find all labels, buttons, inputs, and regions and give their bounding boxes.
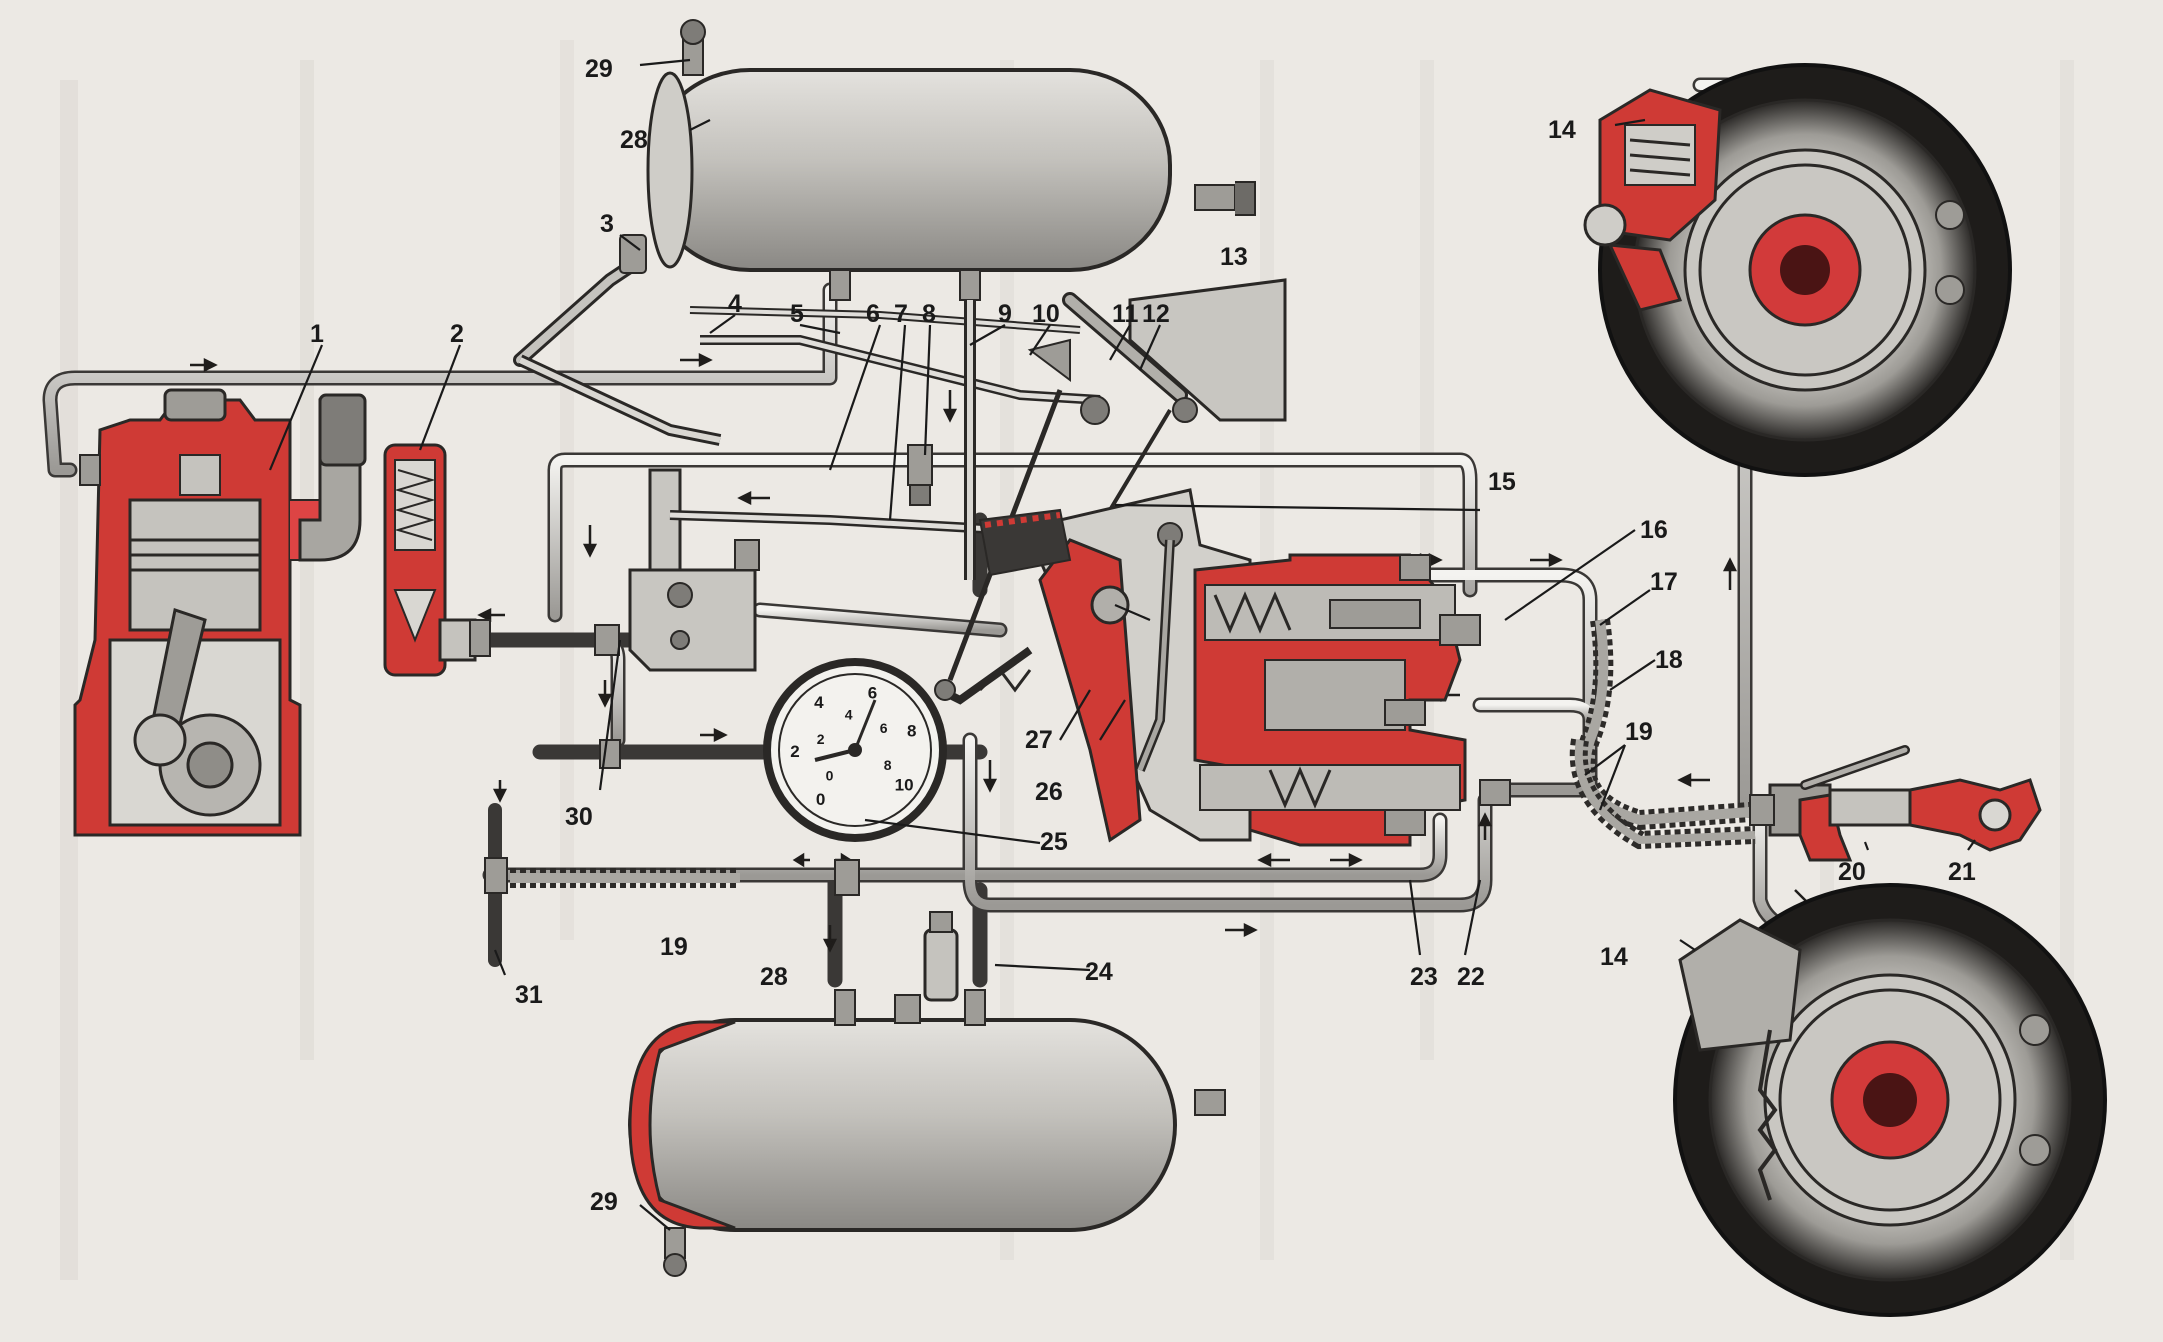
label-15: 15 <box>1488 468 1516 496</box>
gauge-inner-scale: 0 2 4 6 8 <box>817 706 892 783</box>
flexible-hoses <box>510 618 1756 888</box>
label-29-upper: 29 <box>585 55 613 83</box>
label-3: 3 <box>600 210 614 238</box>
pressure-regulator <box>383 443 477 677</box>
compressor <box>73 388 367 837</box>
pipe-fittings <box>79 454 1775 896</box>
label-13: 13 <box>1220 243 1248 271</box>
label-18: 18 <box>1655 646 1683 674</box>
label-17: 17 <box>1650 568 1678 596</box>
label-21: 21 <box>1948 858 1976 886</box>
label-27: 27 <box>1025 726 1053 754</box>
label-6: 6 <box>866 300 880 328</box>
label-1: 1 <box>310 320 324 348</box>
label-30: 30 <box>565 803 593 831</box>
label-14-upper: 14 <box>1548 116 1576 144</box>
gauge-outer-tick-8: 8 <box>907 721 916 740</box>
label-10: 10 <box>1032 300 1060 328</box>
label-26: 26 <box>1035 778 1063 806</box>
gauge-outer-tick-0: 0 <box>816 790 825 809</box>
wheel-brake-upper <box>1583 63 2012 477</box>
label-28-lower: 28 <box>760 963 788 991</box>
label-8: 8 <box>922 300 936 328</box>
label-31: 31 <box>515 981 543 1009</box>
label-9: 9 <box>998 300 1012 328</box>
label-19-left: 19 <box>660 933 688 961</box>
air-tank-lower <box>628 989 1226 1277</box>
air-tank-upper <box>646 19 1256 301</box>
gauge-outer-tick-4: 4 <box>814 693 824 712</box>
label-25: 25 <box>1040 828 1068 856</box>
label-22: 22 <box>1457 963 1485 991</box>
label-12: 12 <box>1142 300 1170 328</box>
gauge-inner-tick-6: 6 <box>880 720 888 736</box>
label-7: 7 <box>894 300 908 328</box>
label-20: 20 <box>1838 858 1866 886</box>
label-2: 2 <box>450 320 464 348</box>
label-5: 5 <box>790 300 804 328</box>
pedal-linkage <box>513 234 1287 705</box>
label-4: 4 <box>728 290 742 318</box>
gauge-outer-tick-6: 6 <box>868 684 877 703</box>
label-23: 23 <box>1410 963 1438 991</box>
label-24: 24 <box>1085 958 1113 986</box>
label-19-right: 19 <box>1625 718 1653 746</box>
label-29-lower: 29 <box>590 1188 618 1216</box>
label-16: 16 <box>1640 516 1668 544</box>
gauge-outer-tick-10: 10 <box>895 775 914 794</box>
coupling-head <box>1768 745 2042 862</box>
gauge-outer-tick-2: 2 <box>790 742 799 761</box>
gauge-inner-tick-2: 2 <box>817 731 825 747</box>
gauge-inner-tick-8: 8 <box>884 757 892 773</box>
gauge-inner-tick-0: 0 <box>826 767 834 783</box>
wheel-brake-lower <box>1673 883 2107 1317</box>
gauge-inner-tick-4: 4 <box>845 706 853 722</box>
label-14-lower: 14 <box>1600 943 1628 971</box>
leader-lines <box>268 58 1976 1231</box>
safety-valve <box>923 911 959 1002</box>
brake-valve <box>978 488 1511 847</box>
callout-labels: 1 2 3 4 5 6 7 8 9 10 11 12 13 14 14 15 1… <box>310 55 1976 1216</box>
label-28-upper: 28 <box>620 126 648 154</box>
label-11: 11 <box>1112 300 1139 328</box>
